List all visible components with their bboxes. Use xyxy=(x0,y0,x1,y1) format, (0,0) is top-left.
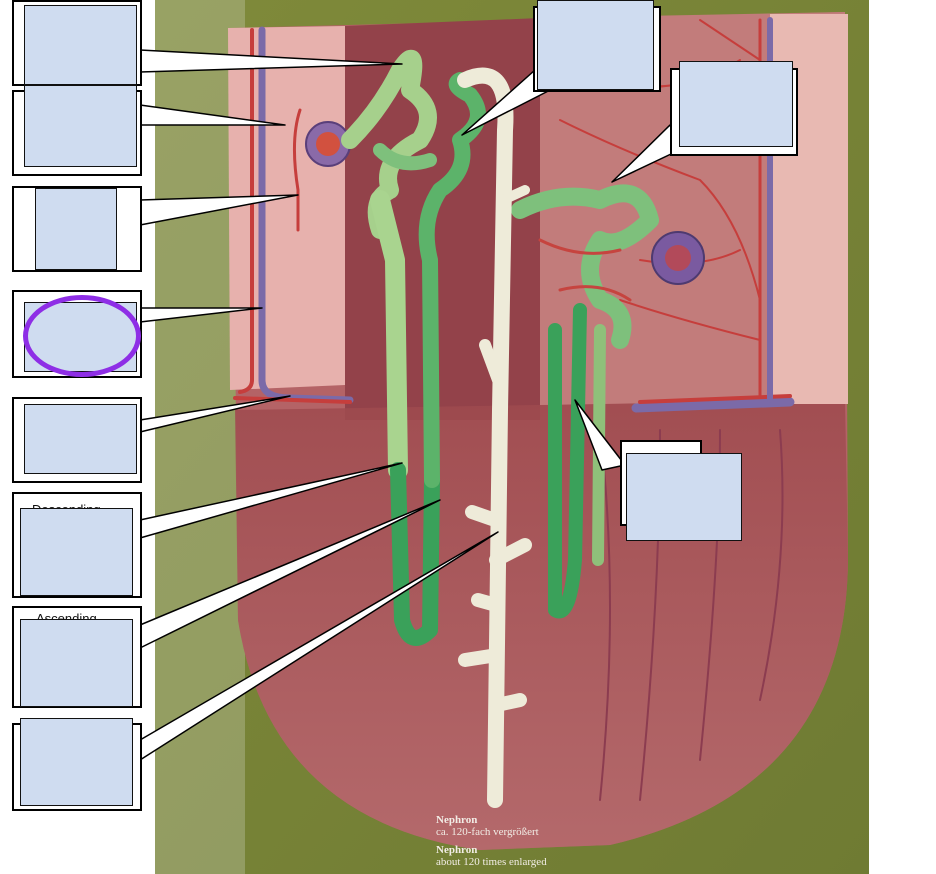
label-box-3[interactable] xyxy=(35,188,117,270)
label-box-2[interactable] xyxy=(24,85,137,167)
label-box-1[interactable] xyxy=(24,5,137,85)
label-box-6[interactable] xyxy=(20,508,133,596)
label-box-8[interactable] xyxy=(20,718,133,806)
model-caption: Nephron ca. 120-fach vergrößert Nephron … xyxy=(436,814,547,868)
collecting-duct xyxy=(457,67,532,808)
glomerulus-left-capillaries xyxy=(316,132,340,156)
caption-title-de: Nephron xyxy=(436,814,478,826)
cortex-left xyxy=(228,26,345,390)
glomerulus-right-capillaries xyxy=(665,245,691,271)
label-box-9[interactable] xyxy=(537,0,654,90)
caption-subtitle-de: ca. 120-fach vergrößert xyxy=(436,826,539,838)
label-box-11[interactable] xyxy=(626,453,742,541)
label-box-7[interactable] xyxy=(20,619,133,707)
caption-title-en: Nephron xyxy=(436,844,478,856)
left-nephron-tubules xyxy=(341,49,486,646)
caption-subtitle-en: about 120 times enlarged xyxy=(436,856,547,868)
leader-lines xyxy=(139,49,691,761)
label-box-5[interactable] xyxy=(24,404,137,474)
purple-highlight-circle xyxy=(23,295,141,377)
label-box-10[interactable] xyxy=(679,61,793,147)
